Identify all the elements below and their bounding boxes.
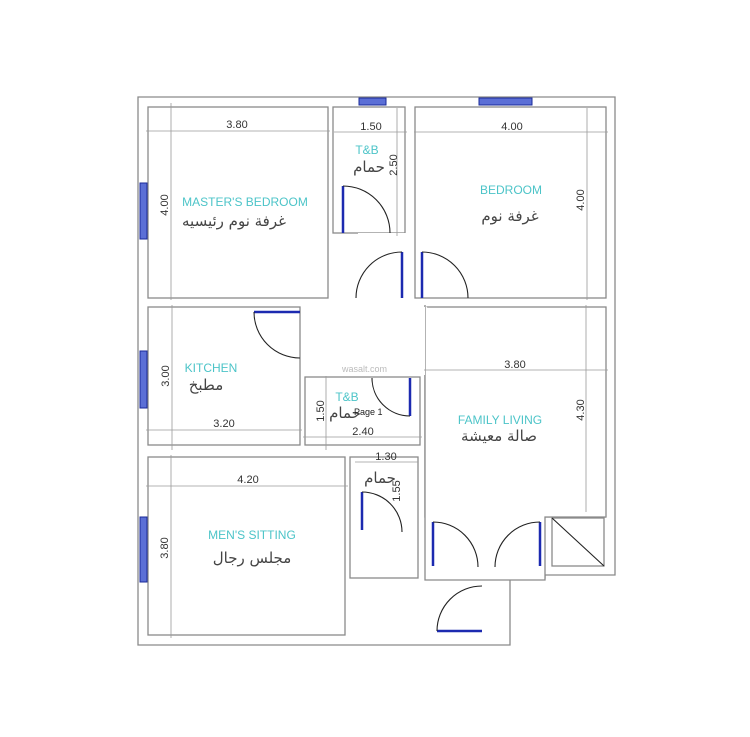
dim-kitchen-width: 3.20 bbox=[213, 418, 234, 430]
window-master bbox=[139, 182, 148, 240]
dim-tb-top-length: 2.50 bbox=[388, 154, 400, 175]
entry-hall bbox=[424, 305, 606, 581]
label-bedroom-ar: غرفة نوم bbox=[481, 207, 538, 225]
label-mens-en: MEN'S SITTING bbox=[208, 528, 296, 542]
door-kitchen[interactable] bbox=[253, 310, 301, 359]
dim-tb-middle-length: 1.50 bbox=[315, 400, 327, 421]
dim-master-length: 4.00 bbox=[159, 194, 171, 215]
window-kitchen bbox=[139, 350, 148, 409]
door-tb-top[interactable] bbox=[341, 185, 391, 234]
shaft-diagonal bbox=[551, 517, 605, 567]
dim-kitchen-length: 3.00 bbox=[160, 365, 172, 386]
dim-tb-middle-width: 2.40 bbox=[352, 426, 373, 438]
label-master-ar: غرفة نوم رئيسيه bbox=[182, 212, 286, 230]
label-bedroom-en: BEDROOM bbox=[480, 183, 542, 197]
window-top-tb bbox=[358, 97, 387, 106]
page-label: Page 1 bbox=[354, 407, 383, 417]
door-master[interactable] bbox=[355, 251, 404, 299]
dim-tb-small-length: 1.55 bbox=[391, 480, 403, 501]
door-living-right[interactable] bbox=[494, 521, 542, 568]
door-bedroom[interactable] bbox=[420, 251, 469, 299]
label-kitchen-ar: مطبخ bbox=[189, 376, 224, 394]
dim-tb-top-width: 1.50 bbox=[360, 121, 381, 133]
door-tb-middle[interactable] bbox=[371, 377, 412, 417]
watermark: wasalt.com bbox=[341, 364, 387, 374]
label-tb-top-ar: حمام bbox=[353, 158, 385, 176]
label-tb-small-ar: حمام bbox=[364, 469, 396, 487]
label-tb-middle-ar: حمام bbox=[329, 404, 361, 422]
room-mens-sitting bbox=[147, 456, 346, 636]
dim-master-width: 3.80 bbox=[226, 119, 247, 131]
window-mens bbox=[139, 516, 148, 583]
hall-middle bbox=[305, 307, 425, 375]
label-living-en: FAMILY LIVING bbox=[458, 413, 542, 427]
label-living-ar: صالة معيشة bbox=[461, 427, 537, 445]
door-entrance[interactable] bbox=[436, 585, 483, 633]
room-kitchen bbox=[147, 306, 301, 446]
dimension-lines bbox=[146, 103, 608, 638]
room-tb-middle bbox=[304, 376, 421, 446]
dim-living-length: 4.30 bbox=[575, 399, 587, 420]
label-tb-middle-en: T&B bbox=[335, 390, 358, 404]
window-bedroom bbox=[478, 97, 533, 106]
label-kitchen-en: KITCHEN bbox=[185, 361, 238, 375]
dim-mens-width: 4.20 bbox=[237, 474, 258, 486]
room-bedroom bbox=[414, 106, 607, 299]
dim-mens-length: 3.80 bbox=[159, 537, 171, 558]
label-mens-ar: مجلس رجال bbox=[213, 549, 292, 567]
label-master-en: MASTER'S BEDROOM bbox=[182, 195, 308, 209]
label-tb-top-en: T&B bbox=[355, 143, 378, 157]
dim-bedroom-length: 4.00 bbox=[575, 189, 587, 210]
room-master-bedroom bbox=[147, 106, 329, 299]
door-living-left[interactable] bbox=[431, 521, 479, 568]
dim-living-width: 3.80 bbox=[504, 359, 525, 371]
dim-bedroom-width: 4.00 bbox=[501, 121, 522, 133]
door-tb-small[interactable] bbox=[360, 491, 403, 533]
dim-tb-small-width: 1.30 bbox=[375, 451, 396, 463]
